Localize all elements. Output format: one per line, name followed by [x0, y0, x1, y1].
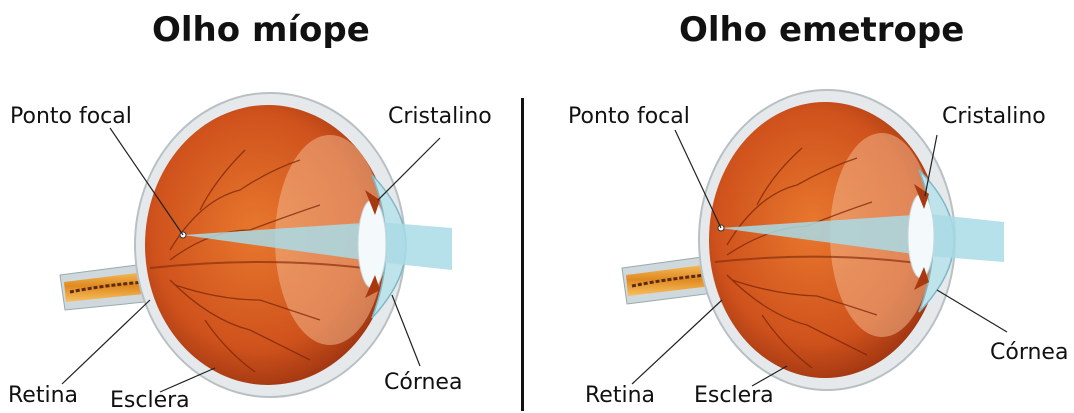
sclera-label: Esclera [694, 383, 774, 408]
cornea-label: Córnea [384, 370, 462, 395]
lens-label: Cristalino [942, 104, 1046, 129]
lens-label: Cristalino [388, 104, 492, 129]
retina-label: Retina [585, 383, 655, 408]
focal-point-label: Ponto focal [568, 104, 690, 129]
sclera-label: Esclera [110, 388, 190, 413]
lens-shape [908, 194, 934, 278]
myopic-eye-panel: Olho míope [0, 0, 537, 411]
emmetropic-eye-panel: Olho emetrope [537, 0, 1074, 411]
lens-shape [358, 200, 386, 288]
cornea-label: Córnea [990, 340, 1068, 365]
focal-point-label: Ponto focal [10, 104, 132, 129]
panel-divider [521, 98, 524, 411]
retina-label: Retina [8, 383, 78, 408]
myopic-eye-diagram [0, 0, 537, 411]
